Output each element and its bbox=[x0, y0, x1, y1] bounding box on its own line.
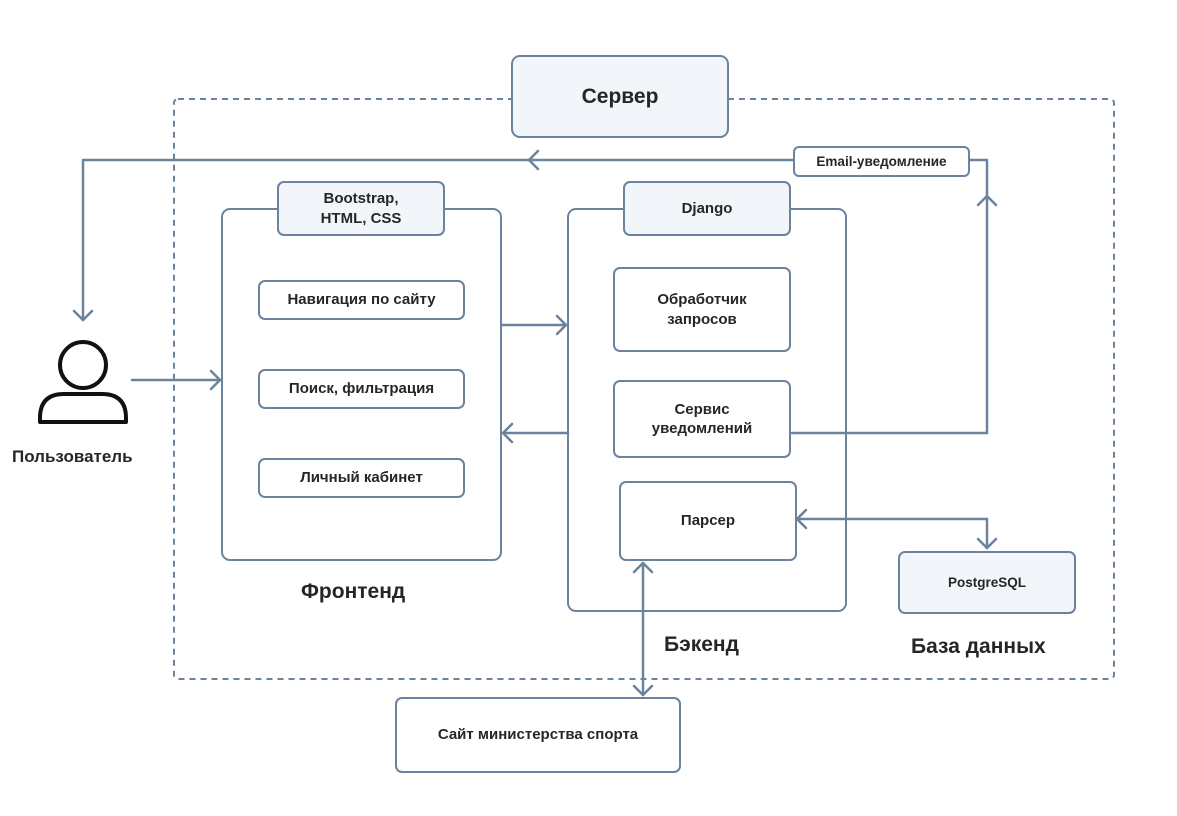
frontend-item-label: Поиск, фильтрация bbox=[288, 380, 435, 398]
user-frontend-arrowhead bbox=[209, 369, 222, 391]
email-notification-box: Email-уведомление bbox=[793, 146, 970, 177]
notifications-to-email-connector bbox=[790, 158, 989, 435]
user-label: Пользователь bbox=[12, 447, 133, 466]
server-title-box: Сервер bbox=[511, 55, 729, 138]
frontend-tech-tab: Bootstrap, HTML, CSS bbox=[277, 181, 445, 236]
request-handler-label: Обработчик запросов bbox=[657, 291, 747, 328]
database-box: PostgreSQL bbox=[898, 551, 1076, 614]
server-title: Сервер bbox=[581, 84, 659, 108]
backend-tech-label: Django bbox=[681, 199, 733, 217]
frontend-caption: Фронтенд bbox=[301, 580, 406, 603]
ministry-site-label: Сайт министерства спорта bbox=[437, 726, 639, 744]
backend-tech-tab: Django bbox=[623, 181, 791, 236]
frontend-item-account: Личный кабинет bbox=[258, 458, 465, 498]
database-name: PostgreSQL bbox=[947, 574, 1026, 590]
user-arrowhead bbox=[72, 309, 94, 322]
frontend-item-navigation: Навигация по сайту bbox=[258, 280, 465, 320]
frontend-item-search: Поиск, фильтрация bbox=[258, 369, 465, 409]
parser-up-arrowhead bbox=[632, 561, 654, 574]
parser-arrowhead bbox=[795, 508, 808, 530]
email-up-arrowhead bbox=[976, 194, 998, 207]
ministry-site-box: Сайт министерства спорта bbox=[395, 697, 681, 773]
database-arrowhead bbox=[976, 537, 998, 550]
email-arrowhead bbox=[527, 149, 540, 171]
parser-label: Парсер bbox=[680, 512, 736, 530]
backend-caption: Бэкенд bbox=[664, 633, 739, 656]
parser-to-database-connector bbox=[795, 517, 989, 550]
site-arrowhead bbox=[632, 684, 654, 697]
request-handler-box: Обработчик запросов bbox=[613, 267, 791, 352]
notification-service-box: Сервис уведомлений bbox=[613, 380, 791, 458]
email-notification-label: Email-уведомление bbox=[816, 153, 947, 169]
frontend-backend-arrowhead bbox=[555, 314, 568, 336]
frontend-tech-label: Bootstrap, HTML, CSS bbox=[320, 190, 402, 227]
notification-service-label: Сервис уведомлений bbox=[651, 400, 753, 438]
email-to-user-connector bbox=[81, 158, 797, 322]
backend-frontend-arrowhead bbox=[501, 422, 514, 444]
frontend-item-label: Личный кабинет bbox=[300, 469, 423, 487]
user-icon bbox=[38, 340, 128, 424]
parser-box: Парсер bbox=[619, 481, 797, 561]
database-caption: База данных bbox=[911, 635, 1046, 658]
frontend-item-label: Навигация по сайту bbox=[287, 291, 436, 309]
